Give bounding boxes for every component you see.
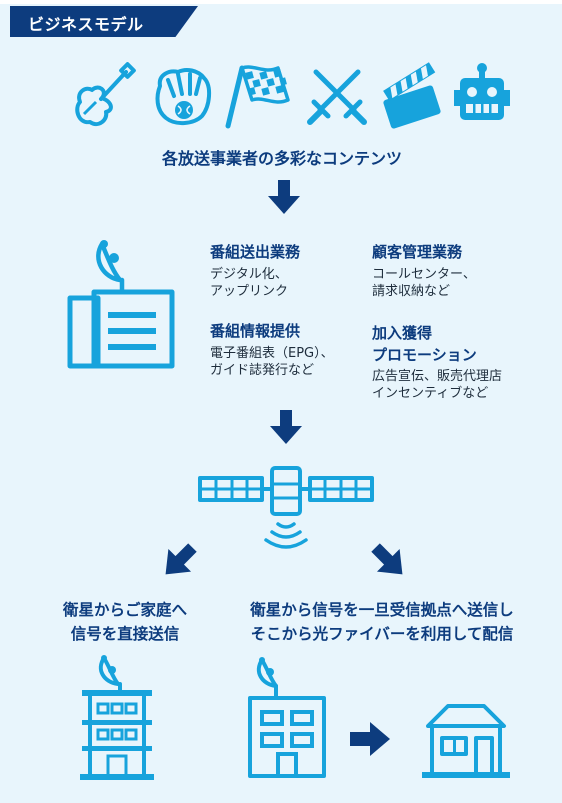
baseball-glove-icon	[155, 68, 211, 125]
guitar-icon	[75, 62, 136, 127]
service-desc-customer: コールセンター、 請求収納など	[372, 267, 476, 299]
service-desc-transmission: デジタル化、 アップリンク	[210, 267, 289, 299]
apartment-building-icon	[80, 655, 154, 780]
arrow-down-left-icon	[165, 543, 197, 575]
clapperboard-icon	[383, 62, 441, 129]
robot-icon	[454, 63, 510, 120]
content-label: 各放送事業者の多彩なコンテンツ	[162, 149, 403, 168]
top-border	[0, 0, 562, 4]
broadcast-center-icon	[67, 240, 175, 369]
arrow-down-icon	[268, 180, 300, 214]
service-title-customer: 顧客管理業務	[372, 243, 463, 261]
arrow-down-icon	[270, 410, 302, 444]
service-title-transmission: 番組送出業務	[210, 243, 301, 261]
service-title-epg: 番組情報提供	[210, 322, 301, 340]
service-desc-promotion: 広告宣伝、販売代理店 インセンティブなど	[372, 369, 503, 401]
section-title: ビジネスモデル	[28, 15, 144, 34]
route-fiber-label: 衛星から信号を一旦受信拠点へ送信し そこから光ファイバーを利用して配信	[250, 601, 514, 643]
checkered-flag-icon	[225, 65, 290, 129]
arrow-right-icon	[350, 722, 390, 756]
house-icon	[422, 704, 510, 778]
service-title-promotion: 加入獲得 プロモーション	[372, 324, 477, 364]
receiving-station-icon	[248, 657, 326, 778]
route-direct-label: 衛星からご家庭へ 信号を直接送信	[62, 601, 187, 643]
arrow-down-right-icon	[371, 543, 403, 575]
service-desc-epg: 電子番組表（EPG）、 ガイド誌発行など	[210, 346, 334, 378]
satellite-icon	[198, 466, 374, 549]
section-tab	[10, 6, 198, 37]
crossed-swords-icon	[307, 69, 367, 125]
